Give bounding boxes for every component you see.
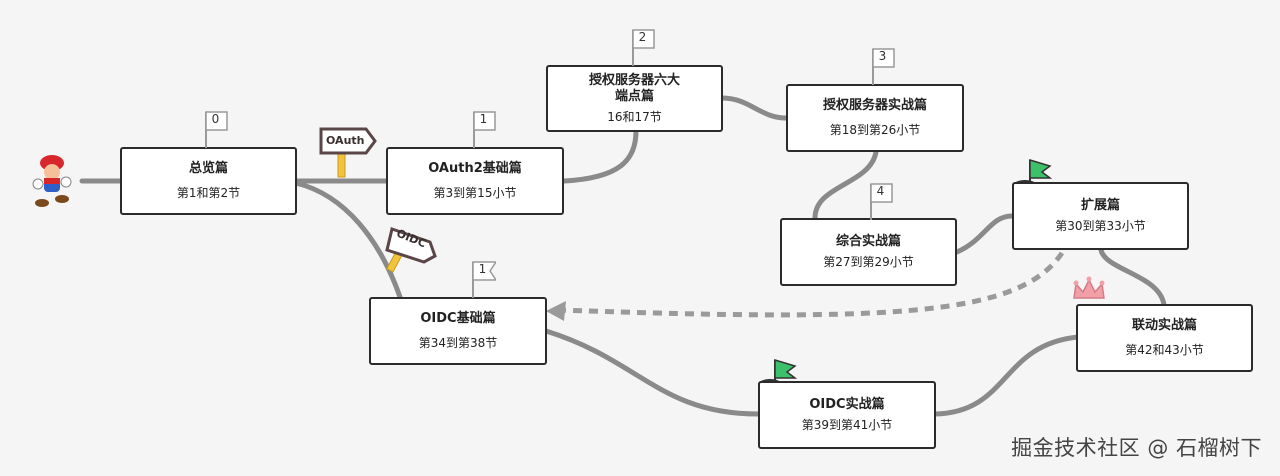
node-subtitle: 第3到第15小节: [433, 186, 517, 200]
flag-number: 3: [878, 49, 887, 63]
node-linkage[interactable]: 联动实战篇 第42和43小节: [1076, 304, 1253, 372]
node-overview[interactable]: 总览篇 第1和第2节: [120, 147, 297, 215]
node-title: 联动实战篇: [1131, 318, 1197, 333]
node-oidc-practice[interactable]: OIDC实战篇 第39到第41小节: [758, 381, 936, 449]
flag-icon: 3: [866, 47, 896, 87]
path-combined-extension: [954, 213, 1015, 255]
path-extension-linkage: [1098, 247, 1167, 308]
runner-character-icon: [32, 155, 72, 207]
node-extension[interactable]: 扩展篇 第30到第33小节: [1012, 182, 1189, 250]
node-title: OIDC实战篇: [809, 397, 885, 412]
flag-number: 1: [478, 262, 487, 276]
oidc-signpost: [385, 227, 437, 273]
flag-number: 2: [638, 30, 647, 44]
dashed-arrow-head: [546, 301, 566, 321]
node-subtitle: 第42和43小节: [1125, 343, 1204, 357]
node-title: 授权服务器实战篇: [822, 98, 927, 113]
node-title: 总览篇: [188, 161, 228, 176]
flag-icon: 2: [626, 28, 656, 68]
node-oauth2[interactable]: OAuth2基础篇 第3到第15小节: [386, 147, 564, 215]
path-oauth2-endpoints: [561, 128, 639, 184]
node-oidc-basic[interactable]: OIDC基础篇 第34到第38节: [369, 297, 547, 365]
node-title: OAuth2基础篇: [428, 161, 522, 176]
path-linkage-oidcpractice: [932, 334, 1081, 417]
node-title: OIDC基础篇: [420, 311, 496, 326]
node-subtitle: 第1和第2节: [176, 186, 241, 200]
node-title: 扩展篇: [1080, 198, 1120, 213]
flag-icon: 1: [467, 110, 497, 150]
flag-icon: 0: [199, 110, 229, 150]
oauth-signpost: [319, 127, 377, 178]
flag-icon: 1: [466, 260, 498, 300]
flag-icon: 4: [864, 182, 894, 222]
node-subtitle: 16和17节: [607, 109, 662, 124]
node-auth-server[interactable]: 授权服务器实战篇 第18到第26小节: [786, 84, 964, 152]
flag-number: 4: [876, 184, 885, 198]
path-endpoints-authserver: [719, 95, 789, 121]
flag-number: 0: [211, 112, 220, 126]
node-subtitle: 第39到第41小节: [801, 418, 893, 432]
watermark: 掘金技术社区 @ 石榴树下: [1011, 436, 1262, 460]
dashed-return-path: [559, 251, 1065, 318]
node-subtitle: 第18到第26小节: [829, 123, 921, 137]
path-overview-oidc: [293, 180, 403, 300]
node-combined[interactable]: 综合实战篇 第27到第29小节: [780, 218, 957, 286]
path-oidcpractice-oidcbasic: [543, 328, 761, 417]
node-subtitle: 第27到第29小节: [823, 255, 914, 269]
node-title: 授权服务器六大 端点篇: [588, 72, 680, 104]
node-endpoints[interactable]: 授权服务器六大 端点篇 16和17节: [546, 65, 723, 132]
node-subtitle: 第34到第38节: [418, 336, 498, 350]
node-subtitle: 第30到第33小节: [1055, 219, 1146, 233]
oauth-sign-label: OAuth: [326, 134, 365, 147]
node-title: 综合实战篇: [835, 234, 901, 249]
path-authserver-combined: [812, 149, 879, 221]
crown-icon: [1073, 276, 1105, 299]
flag-number: 1: [479, 112, 488, 126]
